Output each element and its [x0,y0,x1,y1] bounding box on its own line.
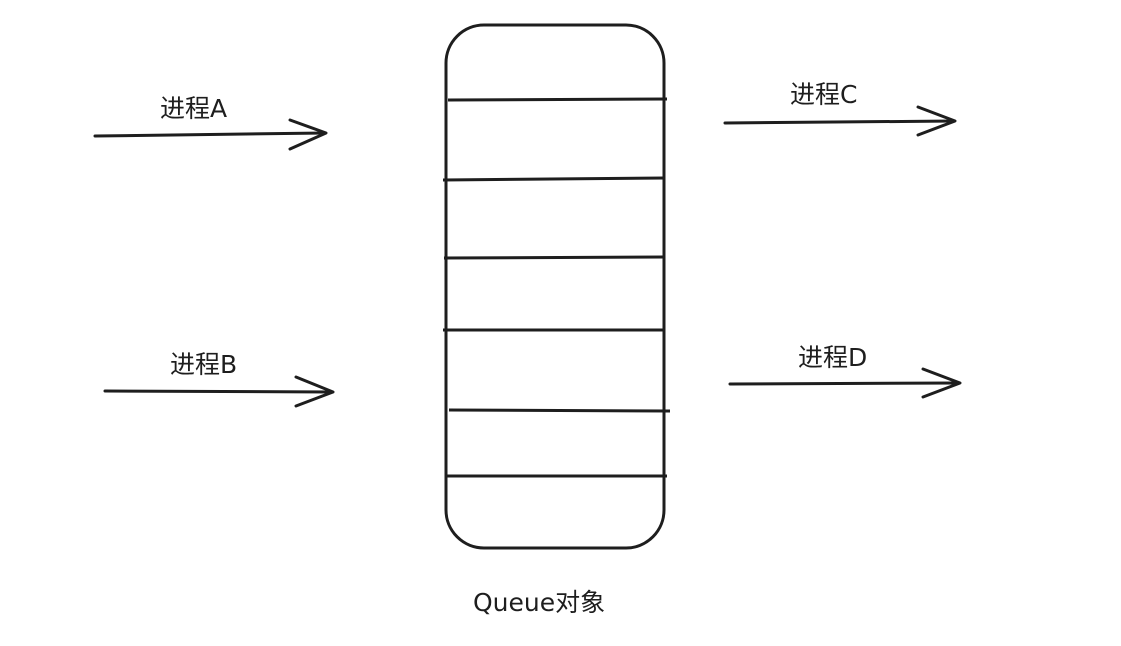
arrow-process-d [728,367,962,399]
process-c-label: 进程C [790,80,858,109]
queue-body [444,23,666,550]
arrow-process-a [93,118,328,151]
process-b-label: 进程B [170,350,238,379]
process-a-label: 进程A [160,94,228,123]
arrow-process-b [103,375,335,408]
queue-slot-divider [443,255,666,260]
process-d-label: 进程D [798,343,868,372]
queue-slot-divider [442,176,666,182]
queue-object [442,23,671,550]
queue-slot-divider [448,408,671,413]
queue-label: Queue对象 [473,588,606,617]
arrow-process-c [723,105,957,137]
queue-slot-divider [447,97,668,102]
